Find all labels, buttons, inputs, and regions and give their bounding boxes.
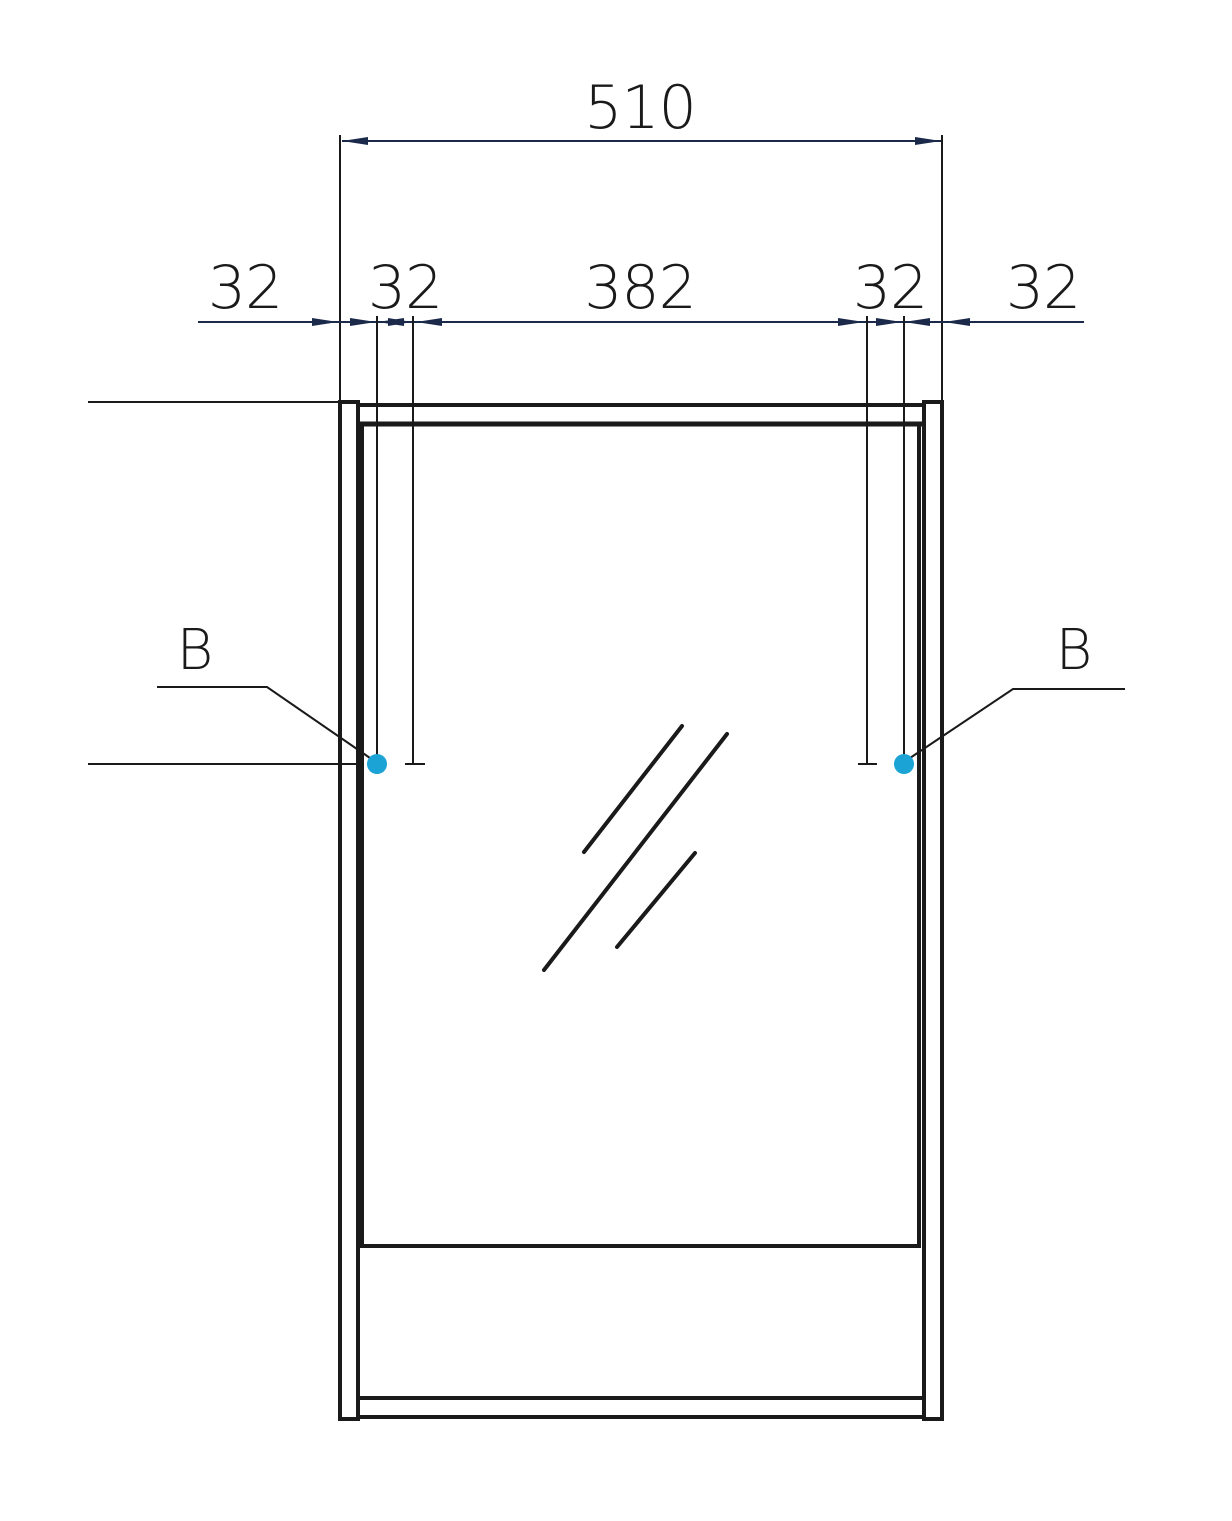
right-marker-group: B bbox=[894, 618, 1125, 774]
arrow-1 bbox=[312, 318, 338, 326]
left-side-panel bbox=[338, 400, 360, 1421]
sub-dimension-row: 32 32 382 32 32 bbox=[198, 253, 1084, 765]
cabinet-frame bbox=[338, 400, 944, 1421]
left-leader-line bbox=[157, 686, 371, 759]
arrow-9 bbox=[944, 318, 970, 326]
overall-width-label: 510 bbox=[584, 73, 696, 143]
right-inner-label: 32 bbox=[853, 253, 927, 323]
arrow-6 bbox=[838, 318, 864, 326]
left-hole-marker bbox=[367, 754, 387, 774]
arrow-4 bbox=[388, 318, 412, 326]
mirror-door bbox=[360, 422, 921, 1248]
left-marker-label: B bbox=[177, 618, 214, 683]
arrow-2 bbox=[350, 318, 376, 326]
overall-width-dimension: 510 bbox=[339, 73, 943, 402]
right-marker-label: B bbox=[1056, 618, 1093, 683]
left-inner-label: 32 bbox=[368, 253, 442, 323]
left-outer-label: 32 bbox=[208, 253, 282, 323]
glass-reflection-icon bbox=[542, 724, 729, 972]
center-label: 382 bbox=[584, 253, 696, 323]
arrow-5 bbox=[416, 318, 442, 326]
right-hole-marker bbox=[894, 754, 914, 774]
arrow-8 bbox=[904, 318, 930, 326]
right-leader-line bbox=[909, 688, 1125, 759]
right-outer-label: 32 bbox=[1006, 253, 1080, 323]
arrow-7 bbox=[876, 318, 902, 326]
left-marker-group: B bbox=[157, 618, 387, 774]
right-side-panel bbox=[922, 400, 944, 1421]
